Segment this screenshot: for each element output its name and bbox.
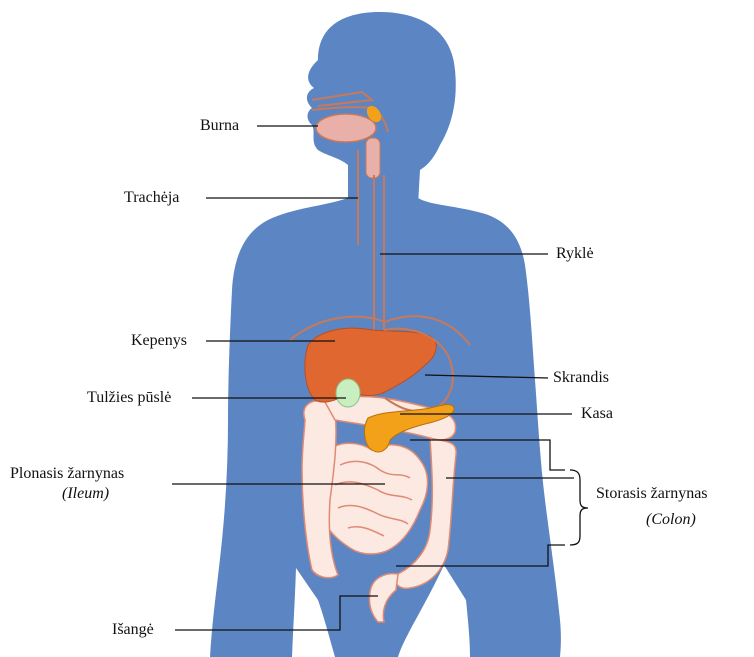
- tongue: [316, 114, 376, 142]
- label-kasa: Kasa: [581, 405, 613, 423]
- label-rykle: Ryklė: [556, 245, 594, 263]
- label-colon: (Colon): [646, 511, 696, 529]
- label-tracheja: Trachėja: [124, 189, 179, 207]
- label-storasis: Storasis žarnynas: [596, 485, 708, 503]
- label-burna: Burna: [200, 117, 239, 135]
- label-kepenys: Kepenys: [131, 332, 187, 350]
- larynx: [366, 138, 380, 178]
- head: [307, 12, 456, 210]
- gallbladder: [336, 379, 360, 407]
- label-skrandis: Skrandis: [553, 369, 609, 387]
- label-ileum: (Ileum): [62, 485, 109, 503]
- label-isange: Išangė: [112, 621, 154, 639]
- label-tulzies-pusle: Tulžies pūslė: [87, 389, 171, 407]
- label-plonasis: Plonasis žarnynas: [10, 465, 124, 483]
- curly-brace: [570, 470, 588, 545]
